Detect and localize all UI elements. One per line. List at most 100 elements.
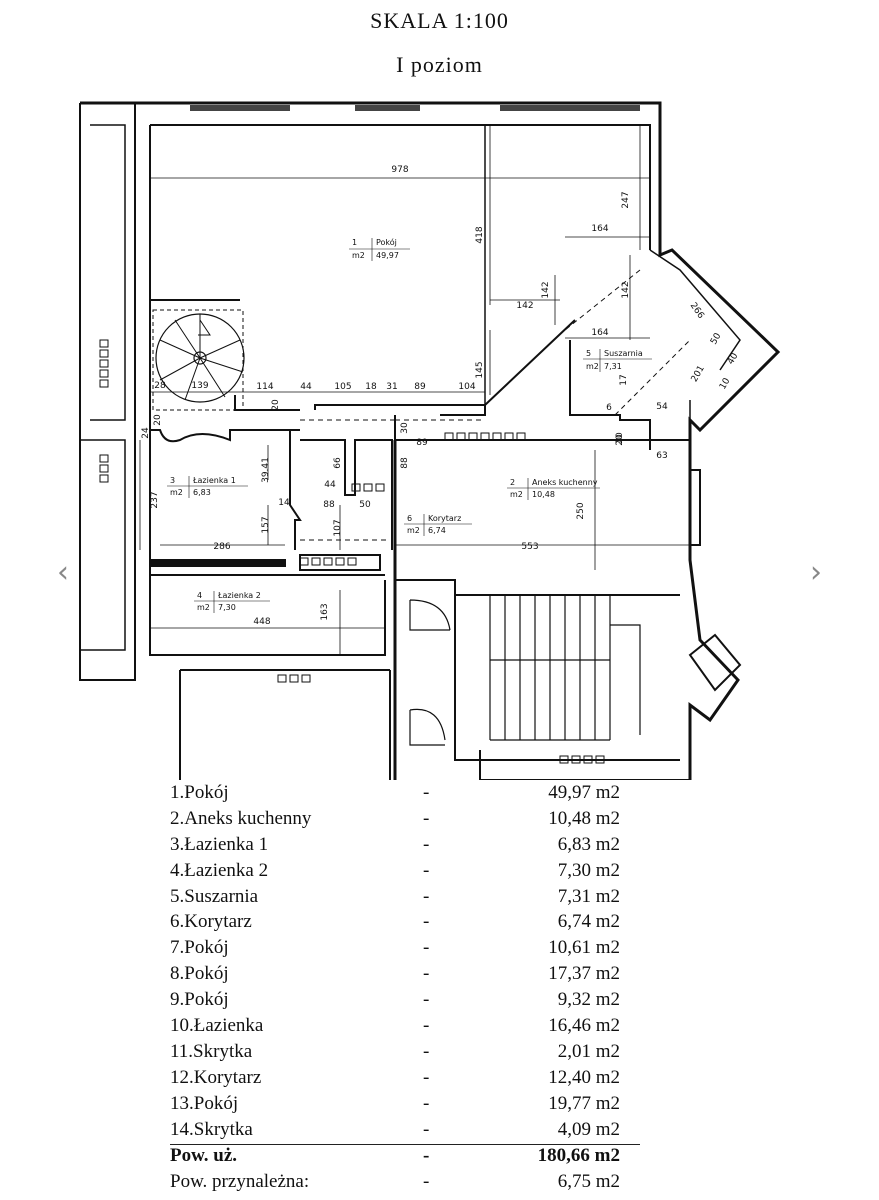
svg-text:6,74: 6,74 bbox=[428, 526, 446, 535]
svg-text:49,97: 49,97 bbox=[376, 251, 399, 260]
fixture-square bbox=[468, 432, 478, 441]
dimension-label: 142 bbox=[621, 281, 631, 298]
svg-text:m2: m2 bbox=[352, 251, 365, 260]
dimension-label: 20 bbox=[271, 399, 281, 411]
dimension-label: 164 bbox=[591, 328, 608, 338]
dimension-label: 20 bbox=[615, 432, 625, 444]
total-label: Pow. uż. bbox=[170, 1145, 238, 1167]
area-value: 10,61 m2 bbox=[548, 937, 620, 959]
area-dash: - bbox=[423, 989, 430, 1011]
dimension-label: 418 bbox=[475, 226, 485, 243]
svg-text:Pokój: Pokój bbox=[376, 237, 397, 247]
area-dash: - bbox=[423, 1040, 430, 1062]
fixture-square bbox=[323, 557, 333, 566]
area-room-name: 6.Korytarz bbox=[170, 911, 252, 933]
area-room-name: 4.Łazienka 2 bbox=[170, 859, 269, 881]
area-row: 10.Łazienka-16,46 m2 bbox=[170, 1015, 640, 1041]
area-dash: - bbox=[423, 1171, 430, 1193]
auxiliary-area-row: Pow. przynależna:-6,75 m2 bbox=[170, 1171, 640, 1197]
dimension-label: 142 bbox=[541, 281, 551, 298]
fixture-square bbox=[277, 674, 287, 683]
fixture-square bbox=[289, 674, 299, 683]
area-value: 6,74 m2 bbox=[557, 911, 620, 933]
area-row: 3.Łazienka 1 - 6,83 m2 bbox=[170, 834, 640, 860]
svg-text:2: 2 bbox=[510, 478, 515, 487]
dimension-label: 448 bbox=[253, 617, 270, 627]
svg-text:Suszarnia: Suszarnia bbox=[604, 349, 643, 358]
next-image-chevron-icon[interactable]: › bbox=[810, 554, 822, 590]
area-row: 13.Pokój-19,77 m2 bbox=[170, 1093, 640, 1119]
area-value: 9,32 m2 bbox=[557, 989, 620, 1011]
dimension-label: 142 bbox=[516, 301, 533, 311]
dimension-label: 163 bbox=[320, 603, 330, 620]
area-room-name: 9.Pokój bbox=[170, 989, 229, 1011]
dimension-label: 66 bbox=[333, 457, 343, 469]
area-dash: - bbox=[423, 833, 430, 855]
area-dash: - bbox=[423, 782, 430, 803]
dimension-label: 40 bbox=[726, 351, 741, 366]
area-dash: - bbox=[423, 1066, 430, 1088]
total-value: 180,66 m2 bbox=[537, 1145, 620, 1167]
dimension-label: 286 bbox=[213, 542, 230, 552]
area-room-name: 3.Łazienka 1 bbox=[170, 833, 269, 855]
dimension-label: 88 bbox=[400, 457, 410, 469]
area-room-name: 8.Pokój bbox=[170, 963, 229, 985]
svg-text:10,48: 10,48 bbox=[532, 490, 555, 499]
dimension-label: 18 bbox=[365, 382, 377, 392]
fixture-square bbox=[99, 474, 109, 483]
dimension-label: 201 bbox=[690, 364, 707, 384]
fixture-square bbox=[456, 432, 466, 441]
fixture-square bbox=[444, 432, 454, 441]
fixture-square bbox=[311, 557, 321, 566]
dimension-label: 44 bbox=[300, 382, 312, 392]
svg-text:3: 3 bbox=[170, 476, 175, 485]
area-value: 16,46 m2 bbox=[548, 1015, 620, 1037]
dimension-label: 50 bbox=[359, 500, 371, 510]
area-row: 12.Korytarz-12,40 m2 bbox=[170, 1067, 640, 1093]
dimension-label: 50 bbox=[709, 331, 724, 346]
area-room-name: 13.Pokój bbox=[170, 1092, 239, 1114]
fixture-square bbox=[375, 483, 385, 492]
svg-text:m2: m2 bbox=[170, 488, 183, 497]
fixture-square bbox=[571, 755, 581, 764]
fixture-square bbox=[99, 349, 109, 358]
fixture-square bbox=[99, 369, 109, 378]
svg-text:6: 6 bbox=[407, 514, 412, 523]
floor-plan: 1 Pokój m2 49,97 2 Aneks kuchenny m2 10,… bbox=[79, 101, 781, 780]
dimension-label: 88 bbox=[323, 500, 335, 510]
area-dash: - bbox=[423, 937, 430, 959]
dimension-label: 31 bbox=[386, 382, 397, 392]
dimension-label: 978 bbox=[391, 165, 408, 175]
fixture-square bbox=[301, 674, 311, 683]
fixture-square bbox=[335, 557, 345, 566]
fixture-square bbox=[516, 432, 526, 441]
fixture-square bbox=[559, 755, 569, 764]
area-dash: - bbox=[423, 859, 430, 881]
room-label-2: 2 Aneks kuchenny m2 10,48 bbox=[507, 478, 600, 500]
area-value: 2,01 m2 bbox=[557, 1040, 620, 1062]
area-dash: - bbox=[423, 911, 430, 933]
dimension-label: 250 bbox=[576, 502, 586, 519]
fixture-square bbox=[347, 557, 357, 566]
svg-text:Łazienka 2: Łazienka 2 bbox=[217, 591, 261, 600]
area-value: 6,83 m2 bbox=[557, 833, 620, 855]
previous-image-chevron-icon[interactable]: ‹ bbox=[57, 554, 69, 590]
area-room-name: 14.Skrytka bbox=[170, 1118, 253, 1140]
dimension-label: 63 bbox=[656, 451, 667, 461]
area-row: 2.Aneks kuchenny-10,48 m2 bbox=[170, 808, 640, 834]
area-row: 11.Skrytka - 2,01 m2 bbox=[170, 1041, 640, 1067]
room-label-3: 3 Łazienka 1 m2 6,83 bbox=[167, 476, 248, 498]
dimension-label: 237 bbox=[150, 491, 160, 508]
area-dash: - bbox=[423, 1092, 430, 1114]
area-room-name: 11.Skrytka bbox=[170, 1040, 253, 1062]
usable-area-total-row: Pow. uż.-180,66 m2 bbox=[170, 1144, 640, 1171]
fixture-square bbox=[363, 483, 373, 492]
room-label-1: 1 Pokój m2 49,97 bbox=[349, 237, 410, 261]
dimension-label: 553 bbox=[521, 542, 538, 552]
fixture-square bbox=[299, 557, 309, 566]
level-heading: I poziom bbox=[396, 52, 483, 77]
svg-text:6,83: 6,83 bbox=[193, 488, 211, 497]
fixture-square bbox=[504, 432, 514, 441]
area-dash: - bbox=[423, 1118, 430, 1140]
